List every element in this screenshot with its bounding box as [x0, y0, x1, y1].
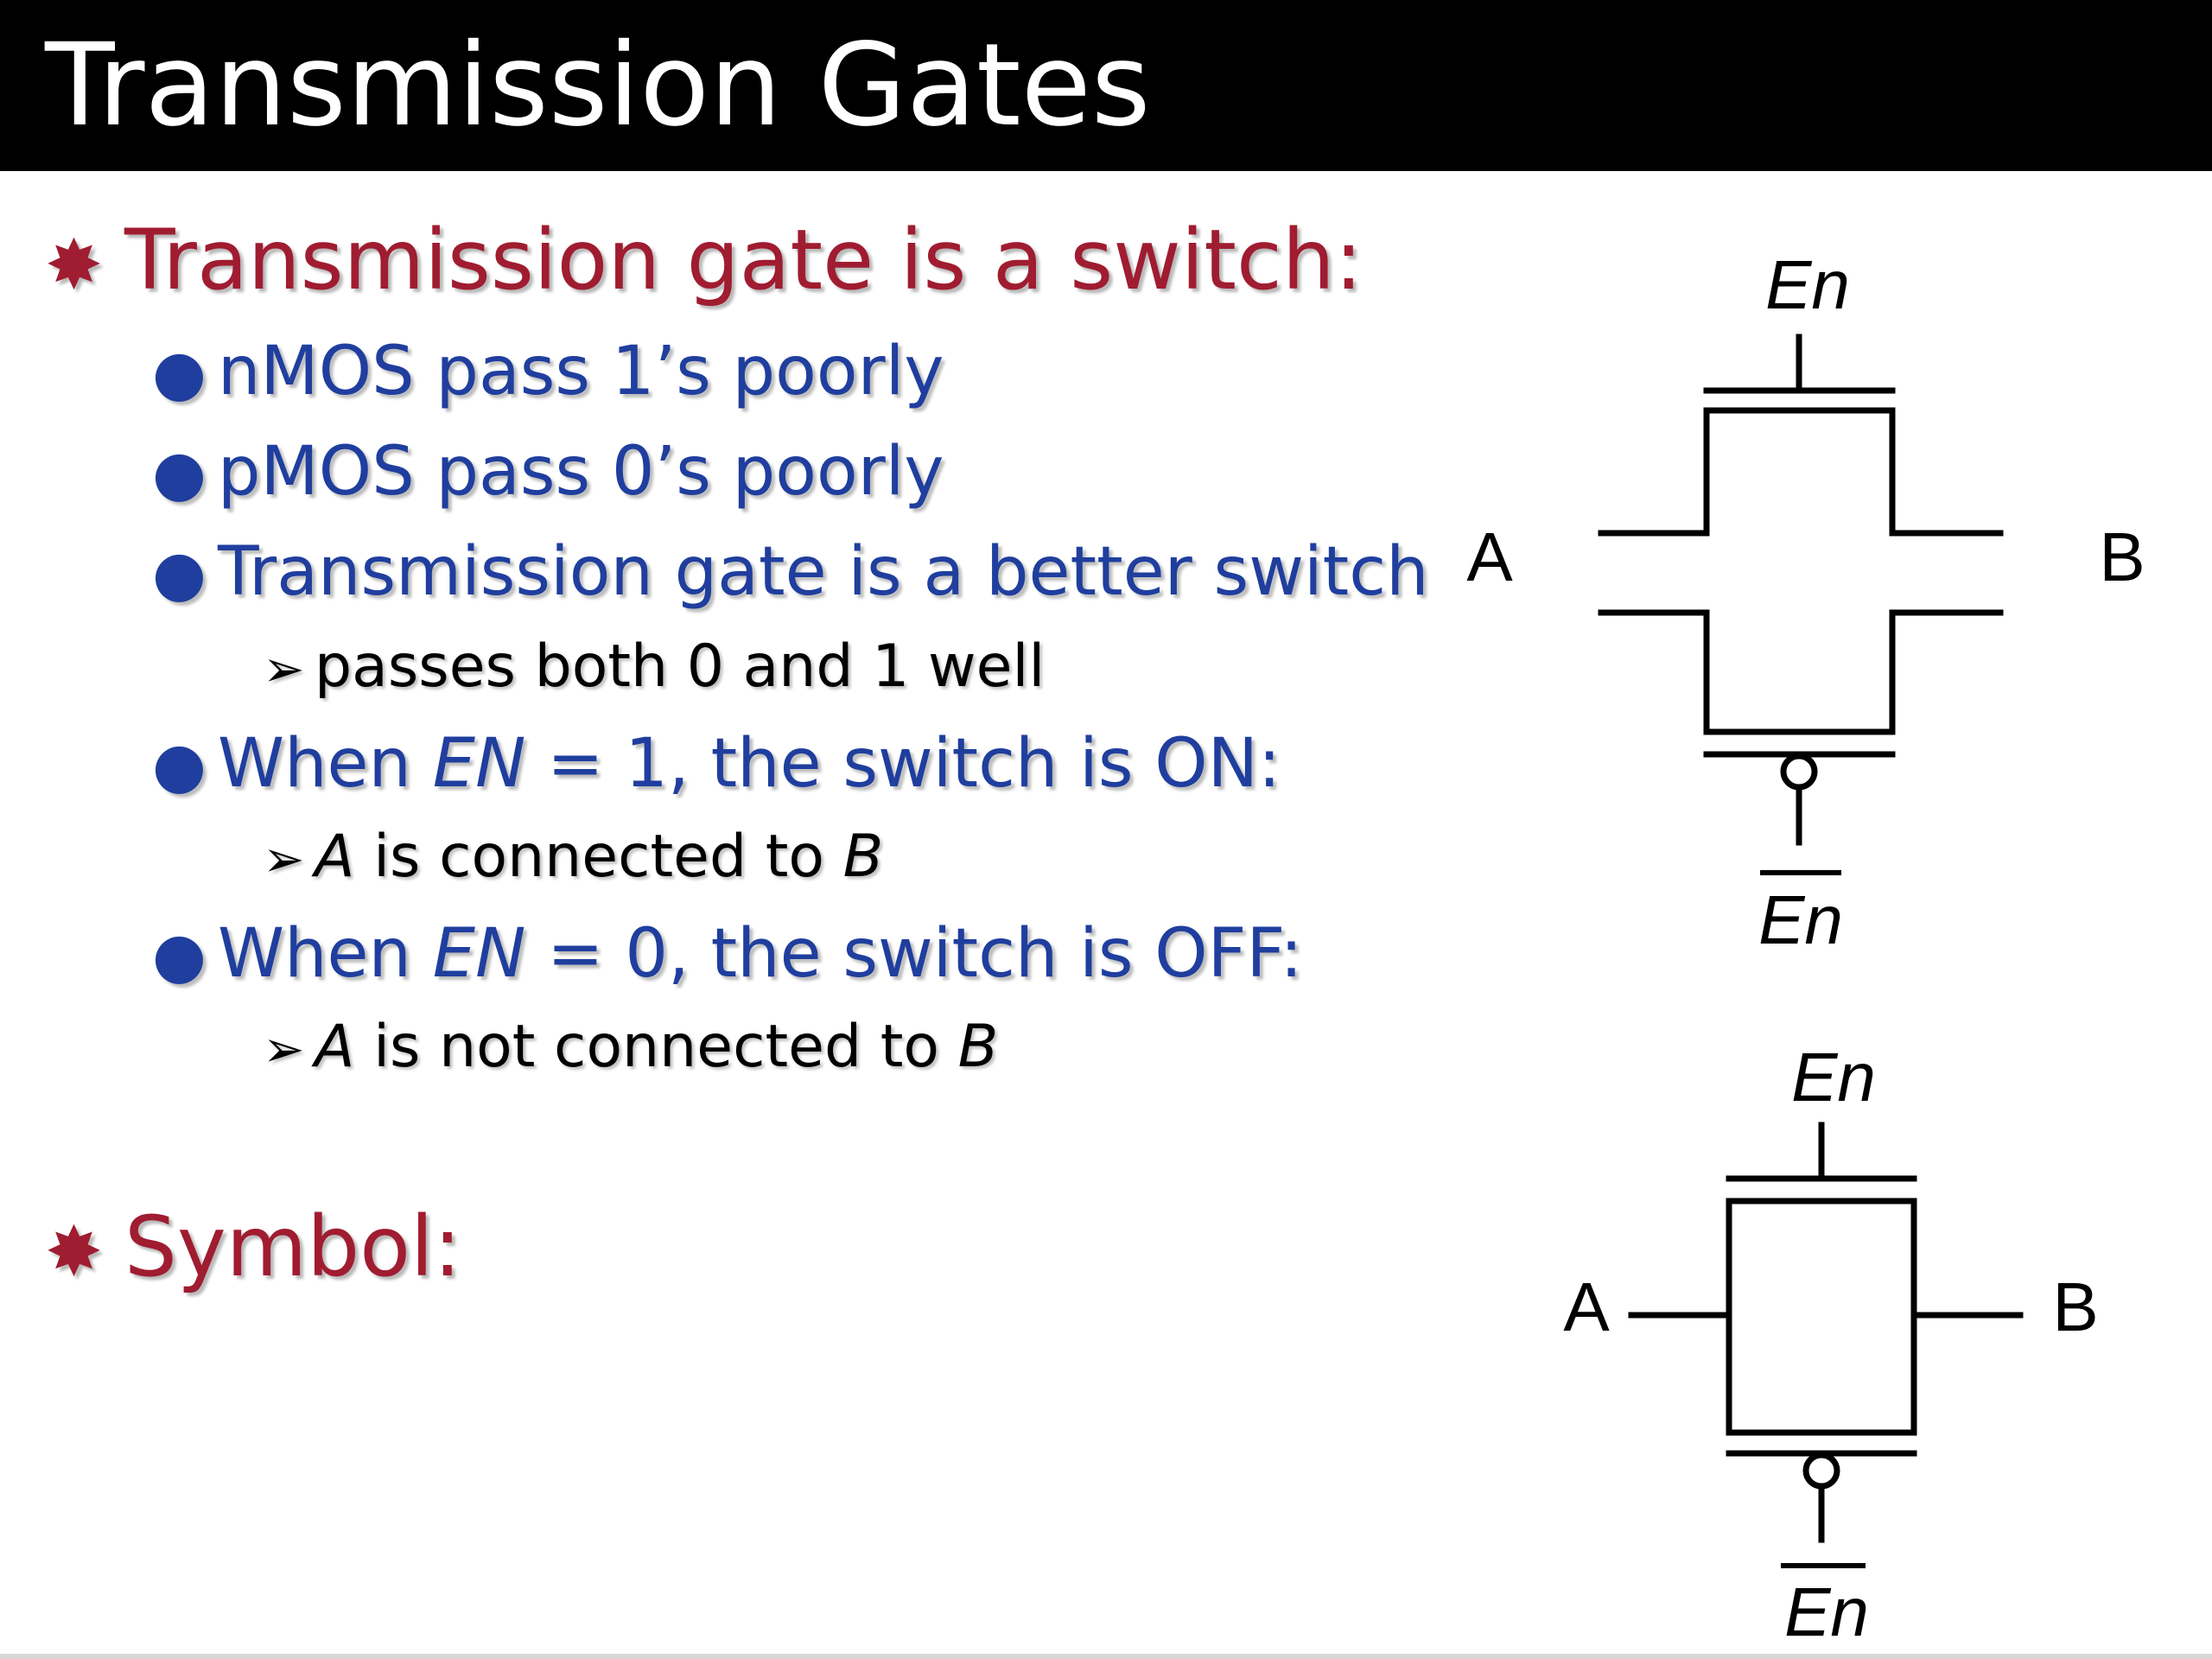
transmission-gate-schematic — [1598, 334, 2004, 875]
dot-bullet-icon: ● — [152, 537, 207, 609]
bullet-transmission-gate-switch: ✸Transmission gate is a switch: — [45, 213, 1363, 313]
bubble-icon — [1802, 1452, 1840, 1490]
bullet-en-one: ●When EN = 1, the switch is ON: — [152, 724, 1281, 804]
a-variable: A — [315, 1013, 355, 1081]
bullet-text-suffix: = 0, the switch is OFF: — [525, 915, 1303, 993]
bullet-pmos: ●pMOS pass 0’s poorly — [152, 432, 944, 512]
bullet-text: pMOS pass 0’s poorly — [218, 433, 944, 511]
bullet-nmos: ●nMOS pass 1’s poorly — [152, 332, 944, 412]
bullet-text: is not connected to — [354, 1013, 958, 1081]
dot-bullet-icon: ● — [152, 436, 207, 509]
en-variable: EN — [432, 725, 526, 803]
asterisk-bullet-icon: ✸ — [45, 225, 104, 305]
b-variable: B — [842, 823, 884, 891]
dot-bullet-icon: ● — [152, 728, 207, 801]
bullet-text-prefix: When — [218, 725, 433, 803]
arrowhead-bullet-icon: ➢ — [263, 1020, 305, 1078]
dot-bullet-icon: ● — [152, 918, 207, 991]
schematic-en-bar-label: En — [1758, 881, 1843, 958]
bullet-text: Transmission gate is a switch: — [124, 212, 1363, 308]
en-variable: EN — [432, 915, 526, 993]
nmos-channel — [1598, 407, 2004, 537]
schematic-a-label: A — [1466, 518, 1513, 595]
bullet-better-switch: ●Transmission gate is a better switch — [152, 532, 1429, 613]
bullet-text-suffix: = 1, the switch is ON: — [525, 725, 1281, 803]
symbol-en-bar-label: En — [1784, 1573, 1869, 1650]
a-variable: A — [315, 823, 355, 891]
slide-title: Transmission Gates — [45, 19, 1151, 152]
sub-bullet-connected: ➢A is connected to B — [263, 823, 883, 893]
dot-bullet-icon: ● — [152, 336, 207, 409]
b-variable: B — [957, 1013, 999, 1081]
arrowhead-bullet-icon: ➢ — [263, 639, 305, 698]
bullet-symbol: ✸Symbol: — [45, 1199, 461, 1300]
title-bar — [0, 0, 2212, 171]
bubble-icon — [1780, 753, 1818, 791]
pmos-channel — [1598, 609, 2004, 735]
bullet-text: Symbol: — [124, 1198, 461, 1295]
sub-bullet-passes-both: ➢passes both 0 and 1 well — [263, 632, 1045, 703]
bottom-rule — [0, 1654, 2212, 1659]
symbol-en-top-label: En — [1791, 1039, 1876, 1116]
sub-bullet-not-connected: ➢A is not connected to B — [263, 1013, 998, 1084]
schematic-en-top-label: En — [1765, 246, 1850, 323]
transmission-gate-symbol — [1628, 1122, 2024, 1568]
schematic-b-label: B — [2099, 518, 2145, 595]
bullet-text-prefix: When — [218, 915, 433, 993]
asterisk-bullet-icon: ✸ — [45, 1211, 104, 1292]
arrowhead-bullet-icon: ➢ — [263, 830, 305, 888]
symbol-body — [1726, 1198, 1917, 1436]
bullet-text: is connected to — [354, 823, 843, 891]
bullet-text: Transmission gate is a better switch — [218, 533, 1429, 611]
bullet-text: nMOS pass 1’s poorly — [218, 333, 944, 410]
bullet-text: passes both 0 and 1 well — [315, 632, 1046, 701]
symbol-a-label: A — [1563, 1268, 1610, 1345]
symbol-b-label: B — [2052, 1268, 2098, 1345]
bullet-en-zero: ●When EN = 0, the switch is OFF: — [152, 914, 1303, 995]
